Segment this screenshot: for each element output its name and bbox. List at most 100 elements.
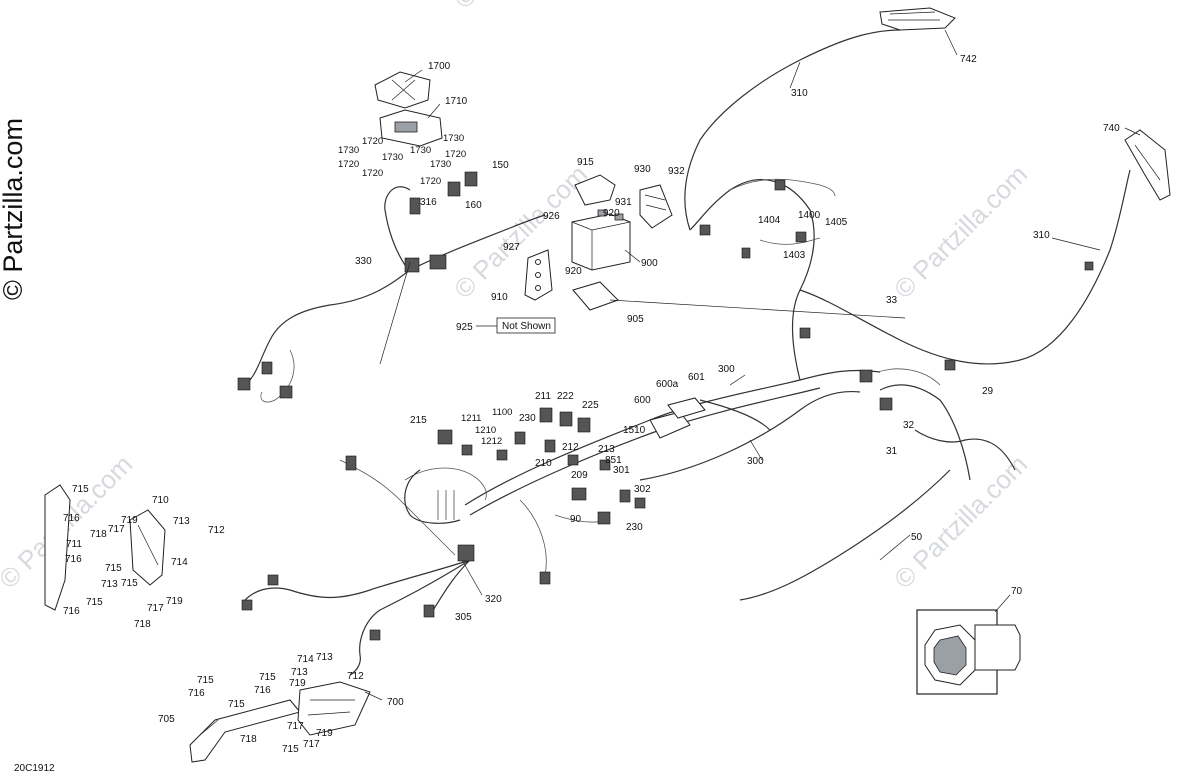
inset-part-70 — [916, 609, 1021, 695]
not-shown-label: Not Shown — [502, 321, 551, 332]
headlight-742 — [879, 7, 956, 31]
callout-302: 302 — [634, 484, 651, 495]
callout-1212: 1212 — [481, 436, 502, 447]
callout-212: 212 — [562, 442, 579, 453]
callout-150: 150 — [492, 160, 509, 171]
callout-716: 716 — [254, 685, 271, 696]
callout-712: 712 — [208, 525, 225, 536]
callout-713: 713 — [291, 667, 308, 678]
callout-915: 915 — [577, 157, 594, 168]
callout-715: 715 — [197, 675, 214, 686]
callout-209: 209 — [571, 470, 588, 481]
callout-305: 305 — [455, 612, 472, 623]
callout-1403: 1403 — [783, 250, 806, 261]
watermark: © Partzilla.com — [888, 449, 1033, 594]
ecu-600 — [649, 411, 691, 439]
callout-717: 717 — [287, 721, 304, 732]
callout-230: 230 — [519, 413, 536, 424]
callout-715: 715 — [282, 744, 299, 755]
callout-717: 717 — [303, 739, 320, 750]
wiring-harnesses — [244, 29, 1131, 676]
callout-716: 716 — [65, 554, 82, 565]
callout-717: 717 — [108, 524, 125, 535]
callout-713: 713 — [316, 652, 333, 663]
callout-1720: 1720 — [362, 136, 383, 147]
callout-719: 719 — [166, 596, 183, 607]
taillight-711 — [44, 484, 71, 611]
callout-320: 320 — [485, 594, 502, 605]
callout-210: 210 — [535, 458, 552, 469]
callout-718: 718 — [90, 529, 107, 540]
callout-715: 715 — [121, 578, 138, 589]
callout-600: 600 — [634, 395, 651, 406]
relay-211 — [539, 407, 553, 423]
callout-719: 719 — [289, 678, 306, 689]
callout-1730: 1730 — [443, 133, 464, 144]
callout-1720: 1720 — [362, 168, 383, 179]
connector-160 — [447, 181, 461, 197]
callout-716: 716 — [188, 688, 205, 699]
ecu-cover-1700 — [374, 71, 431, 109]
callout-900: 900 — [641, 258, 658, 269]
callout-715: 715 — [105, 563, 122, 574]
callout-316: 316 — [420, 197, 437, 208]
watermark: © Partzilla.com — [448, 0, 593, 14]
callout-715: 715 — [72, 484, 89, 495]
callout-90: 90 — [570, 514, 582, 525]
relay-bracket-915 — [574, 174, 616, 206]
callout-1730: 1730 — [382, 152, 403, 163]
callout-213: 213 — [598, 444, 615, 455]
taillight-705 — [189, 699, 301, 763]
callout-718: 718 — [240, 734, 257, 745]
callout-1720: 1720 — [445, 149, 466, 160]
callout-1730: 1730 — [410, 145, 431, 156]
battery-pad-905 — [572, 281, 619, 311]
callout-215: 215 — [410, 415, 427, 426]
callout-851: 851 — [605, 455, 622, 466]
callout-1730: 1730 — [338, 145, 359, 156]
callout-712: 712 — [347, 671, 364, 682]
callout-719: 719 — [121, 515, 138, 526]
callout-301: 301 — [613, 465, 630, 476]
callout-742: 742 — [960, 54, 977, 65]
leader-lines — [199, 29, 1141, 736]
callout-225: 225 — [582, 400, 599, 411]
callout-705: 705 — [158, 714, 175, 725]
callout-920: 920 — [565, 266, 582, 277]
sensor-1400 — [795, 231, 807, 243]
callout-1405: 1405 — [825, 217, 848, 228]
relay-225 — [577, 417, 591, 433]
callout-926: 926 — [543, 211, 560, 222]
callout-230: 230 — [626, 522, 643, 533]
callout-1720: 1720 — [338, 159, 359, 170]
callout-1210: 1210 — [475, 425, 496, 436]
callout-715: 715 — [259, 672, 276, 683]
callouts: 1700 1710 1720 1730 1730 1730 1720 1730 … — [63, 54, 1120, 755]
fuse-box-930 — [639, 184, 673, 229]
callout-1730: 1730 — [430, 159, 451, 170]
diagram-code: 20C1912 — [14, 763, 55, 774]
callout-1400: 1400 — [798, 210, 821, 221]
callout-713: 713 — [173, 516, 190, 527]
callout-925: 925 — [456, 322, 473, 333]
headlight-740 — [1124, 129, 1171, 201]
callout-1700: 1700 — [428, 61, 451, 72]
callout-740: 740 — [1103, 123, 1120, 134]
callout-160: 160 — [465, 200, 482, 211]
callout-718: 718 — [134, 619, 151, 630]
callout-33: 33 — [886, 295, 898, 306]
callout-330: 330 — [355, 256, 372, 267]
callout-1404: 1404 — [758, 215, 781, 226]
callout-930: 930 — [634, 164, 651, 175]
callout-719: 719 — [316, 728, 333, 739]
callout-31: 31 — [886, 446, 898, 457]
relay-222 — [559, 411, 573, 427]
callout-905: 905 — [627, 314, 644, 325]
callout-310: 310 — [791, 88, 808, 99]
callout-932: 932 — [668, 166, 685, 177]
callout-710: 710 — [152, 495, 169, 506]
callout-931: 931 — [615, 197, 632, 208]
callout-910: 910 — [491, 292, 508, 303]
bracket-600a — [667, 397, 706, 419]
